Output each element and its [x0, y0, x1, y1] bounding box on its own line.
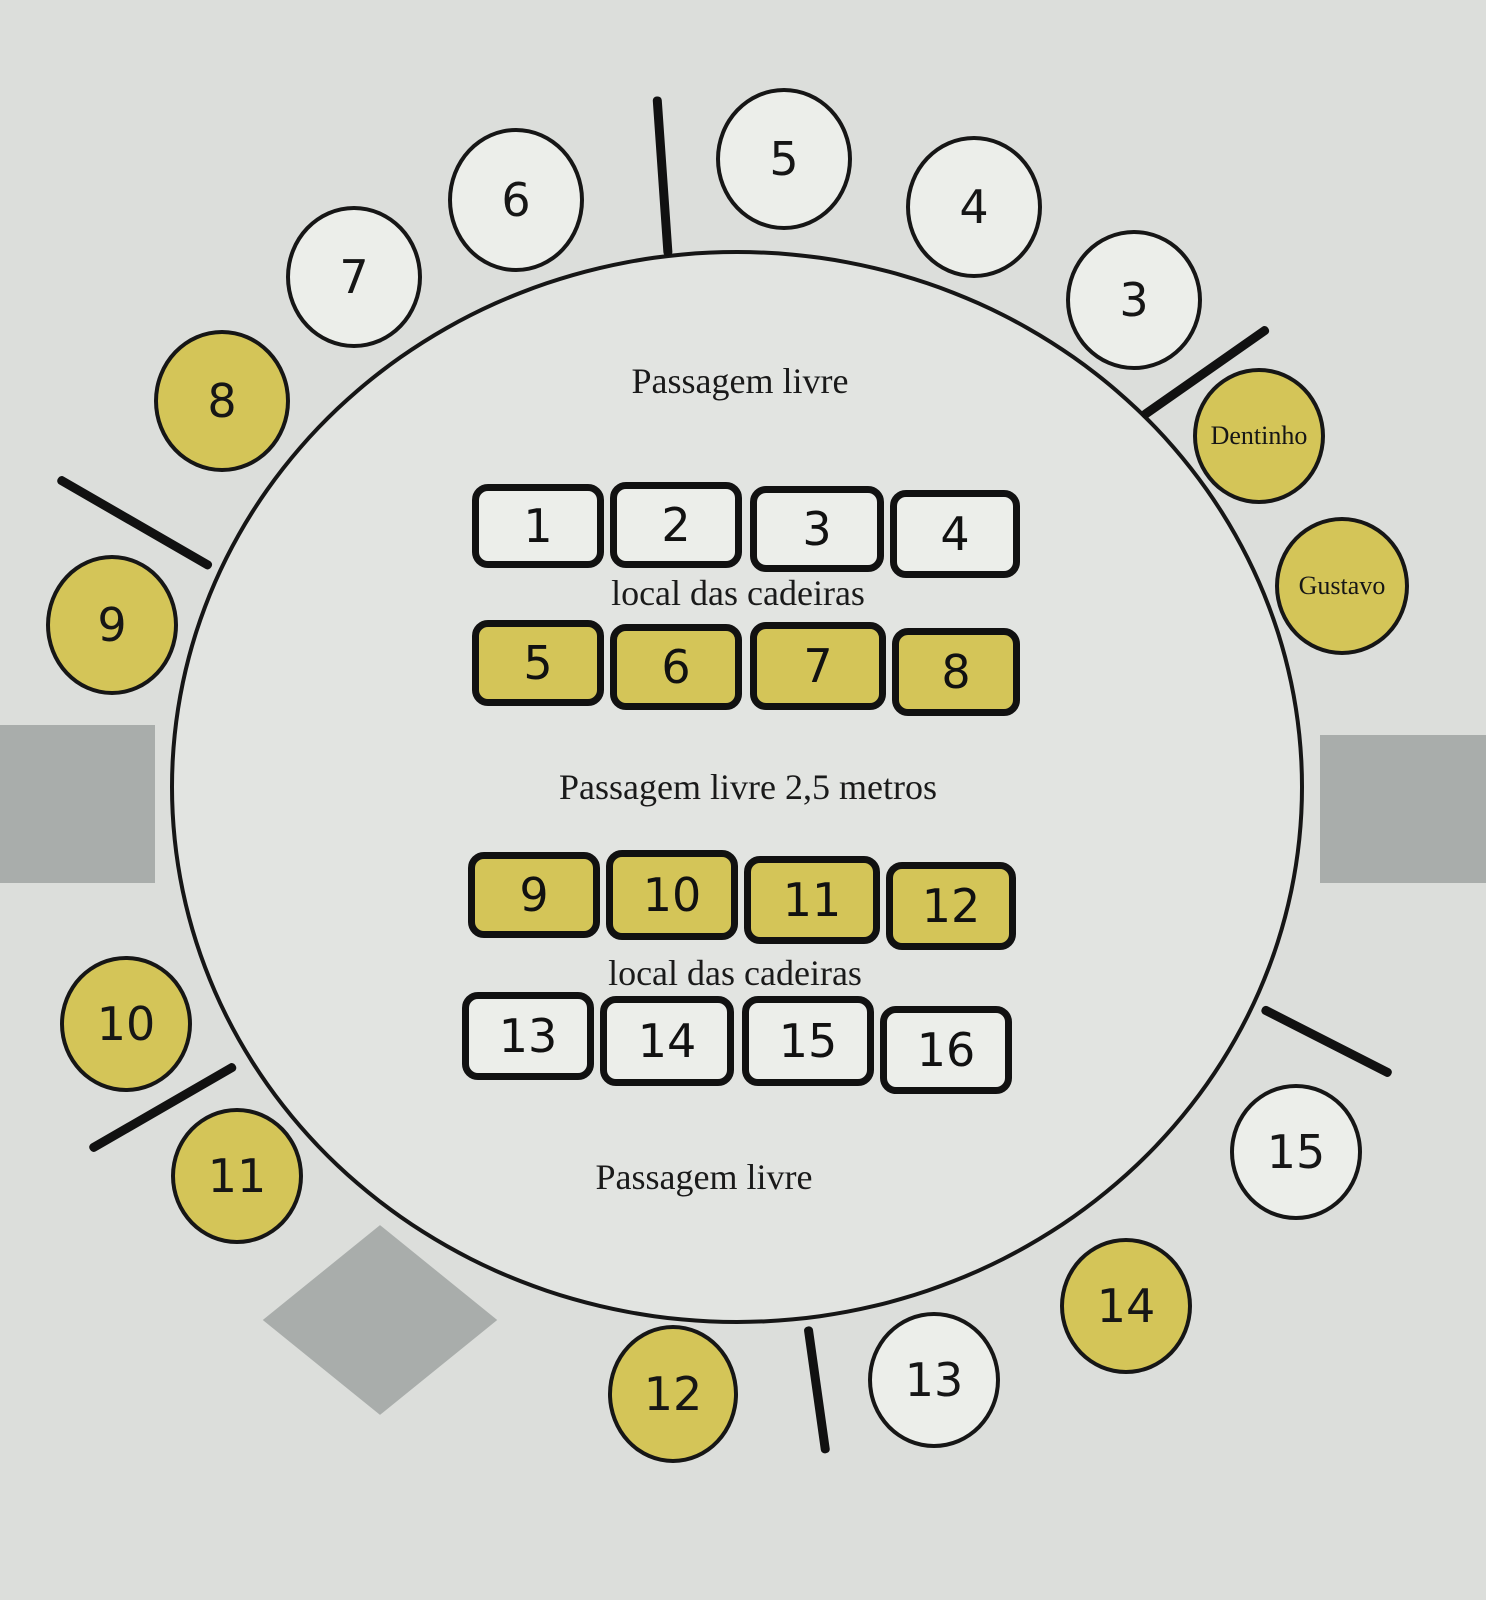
chair-13[interactable]: 13	[462, 992, 594, 1080]
chair-6[interactable]: 6	[610, 624, 742, 710]
chair-9[interactable]: 9	[468, 852, 600, 938]
chair-8[interactable]: 8	[892, 628, 1020, 716]
chair-7[interactable]: 7	[750, 622, 886, 710]
chair-3[interactable]: 3	[750, 486, 884, 572]
label-passagem-livre-bottom: Passagem livre	[595, 1157, 813, 1197]
chair-14[interactable]: 14	[600, 996, 734, 1086]
chair-2[interactable]: 2	[610, 482, 742, 568]
divider-left-upper	[55, 474, 214, 571]
outer-seat-4[interactable]: 4	[906, 136, 1042, 278]
divider-right-lower	[1259, 1004, 1394, 1079]
outer-seat-14[interactable]: 14	[1060, 1238, 1192, 1374]
central-circle	[170, 250, 1304, 1324]
outer-seat-8[interactable]: 8	[154, 330, 290, 472]
chair-4[interactable]: 4	[890, 490, 1020, 578]
outer-seat-10[interactable]: 10	[60, 956, 192, 1092]
left-gray-block	[0, 725, 155, 883]
chair-12[interactable]: 12	[886, 862, 1016, 950]
chair-1[interactable]: 1	[472, 484, 604, 568]
outer-seat-7[interactable]: 7	[286, 206, 422, 348]
divider-bottom	[803, 1325, 831, 1454]
chair-16[interactable]: 16	[880, 1006, 1012, 1094]
label-local-das-cadeiras-2: local das cadeiras	[608, 953, 862, 993]
divider-top	[652, 96, 673, 257]
outer-seat-6[interactable]: 6	[448, 128, 584, 272]
outer-seat-15[interactable]: 15	[1230, 1084, 1362, 1220]
chair-11[interactable]: 11	[744, 856, 880, 944]
label-passagem-livre-middle: Passagem livre 2,5 metros	[559, 767, 937, 807]
outer-seat-11[interactable]: 11	[171, 1108, 303, 1244]
chair-5[interactable]: 5	[472, 620, 604, 706]
label-passagem-livre-top: Passagem livre	[631, 361, 849, 401]
outer-seat-13[interactable]: 13	[868, 1312, 1000, 1448]
outer-seat-9[interactable]: 9	[46, 555, 178, 695]
chair-15[interactable]: 15	[742, 996, 874, 1086]
outer-seat-3[interactable]: 3	[1066, 230, 1202, 370]
outer-seat-gustavo[interactable]: Gustavo	[1275, 517, 1409, 655]
label-local-das-cadeiras-1: local das cadeiras	[611, 573, 865, 613]
outer-seat-12[interactable]: 12	[608, 1325, 738, 1463]
right-gray-block	[1320, 735, 1486, 883]
outer-seat-dentinho[interactable]: Dentinho	[1193, 368, 1325, 504]
chair-10[interactable]: 10	[606, 850, 738, 940]
outer-seat-5[interactable]: 5	[716, 88, 852, 230]
